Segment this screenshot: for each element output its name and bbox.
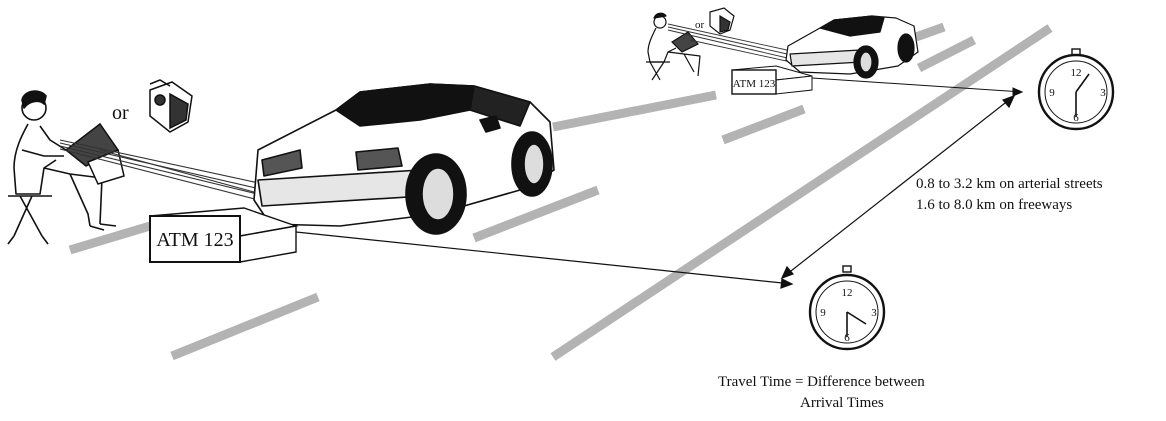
clock-far-9: 9 — [1049, 87, 1055, 99]
video-camera-icon — [150, 80, 192, 132]
distance-note-freeway: 1.6 to 8.0 km on freeways — [916, 197, 1072, 214]
clock-near-3: 3 — [871, 307, 877, 319]
stopwatch-far: 12 3 6 9 — [1039, 49, 1113, 129]
plate-label-near: ATM 123 — [156, 229, 233, 251]
travel-line-far — [812, 78, 1022, 96]
laptop-far — [672, 32, 698, 52]
travel-line-near — [296, 232, 792, 288]
clock-far-3: 3 — [1100, 87, 1106, 99]
lane-marking — [916, 27, 944, 37]
clock-far-12: 12 — [1071, 67, 1082, 79]
or-label-near: or — [112, 102, 129, 124]
lane-marking — [172, 297, 318, 356]
video-camera-far-icon — [710, 8, 734, 34]
lane-marking — [70, 226, 150, 250]
car-far — [786, 16, 918, 78]
distance-note-arterial: 0.8 to 3.2 km on arterial streets — [916, 176, 1103, 193]
or-label-far: or — [695, 19, 705, 31]
plate-label-far: ATM 123 — [733, 78, 776, 90]
clock-near-12: 12 — [842, 287, 853, 299]
caption-line-1: Travel Time = Difference between — [718, 374, 925, 391]
lane-marking — [723, 109, 804, 140]
lane-markings — [70, 27, 1050, 357]
clock-near-9: 9 — [820, 307, 826, 319]
caption-line-2: Arrival Times — [800, 395, 884, 412]
lane-marking — [553, 95, 716, 127]
stopwatch-near: 12 3 6 9 — [810, 266, 884, 349]
car-near — [254, 84, 554, 234]
lane-marking — [919, 40, 974, 68]
